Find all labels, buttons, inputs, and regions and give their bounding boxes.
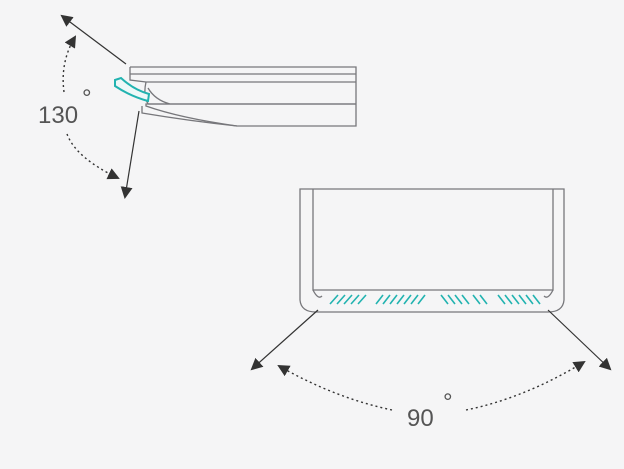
vane-group-right xyxy=(497,294,541,305)
front-view-right-arrow xyxy=(547,309,612,371)
vane-group-left xyxy=(329,294,367,305)
side-view-lower-arrow xyxy=(120,110,140,199)
side-view-front-curve xyxy=(144,81,356,105)
front-view-unit xyxy=(299,188,565,313)
vane-group-left-center xyxy=(375,294,426,305)
vane-group-right-center xyxy=(440,294,488,305)
side-view-swing-arc-bottom xyxy=(66,133,120,180)
side-view-body xyxy=(130,66,357,127)
front-view-panel xyxy=(312,189,554,291)
front-view-outlet xyxy=(312,289,554,298)
front-view-degree-mark: ° xyxy=(443,389,453,416)
side-view-upper-arrow xyxy=(60,14,127,65)
front-view-swing-arc-left xyxy=(277,365,393,411)
front-view-swing-arc-right xyxy=(465,360,586,411)
front-view-casing xyxy=(299,188,565,313)
front-view-vanes xyxy=(329,294,541,305)
side-view-angle-value: 130 xyxy=(38,102,78,129)
front-view-angle-value: 90 xyxy=(407,405,434,432)
side-view-flap xyxy=(114,76,151,103)
side-view-top-panel xyxy=(129,67,356,83)
side-view-unit xyxy=(114,66,357,127)
side-view-lower-edge xyxy=(141,106,238,127)
front-view-left-arrow xyxy=(250,309,319,371)
side-view-degree-mark: ° xyxy=(82,85,92,112)
side-view-swing-arc-top xyxy=(62,35,77,93)
